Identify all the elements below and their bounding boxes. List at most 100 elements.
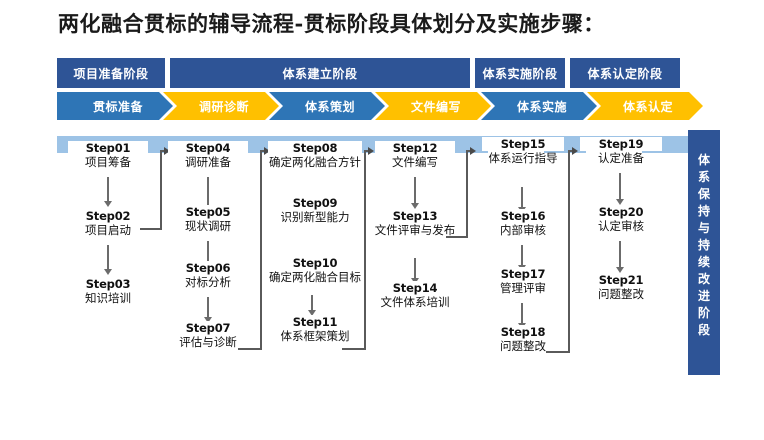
step-number: Step04 <box>168 141 248 155</box>
arrow-head-down-icon <box>204 317 212 323</box>
step-connector <box>521 187 523 209</box>
stage-chevron-system-implementation[interactable]: 体系实施 <box>481 92 597 120</box>
phase-label: 体系认定阶段 <box>587 66 663 81</box>
sidebar-char: 保 <box>697 187 710 201</box>
step-number: Step05 <box>168 205 248 219</box>
step-item[interactable]: Step21 问题整改 <box>580 273 662 301</box>
phase-label: 项目准备阶段 <box>73 66 149 81</box>
stage-chevron-survey-diagnose[interactable]: 调研诊断 <box>163 92 279 120</box>
sidebar-maintenance-phase: 体 系 保 持 与 持 续 改 进 阶 段 <box>688 130 720 375</box>
arrow-head-down-icon <box>104 201 112 207</box>
step-number: Step12 <box>375 141 455 155</box>
step-item[interactable]: Step11 体系框架策划 <box>272 315 358 343</box>
step-label: 认定审核 <box>598 219 644 233</box>
step-connector <box>521 303 523 325</box>
column-connector <box>260 150 262 349</box>
sidebar-char: 段 <box>697 323 710 337</box>
arrow-head-down-icon <box>308 310 316 316</box>
step-label: 评估与诊断 <box>179 335 237 349</box>
arrow-head-right-icon <box>164 147 170 155</box>
arrow-head-down-icon <box>616 267 624 273</box>
step-number: Step16 <box>482 209 564 223</box>
arrow-head-right-icon <box>368 147 374 155</box>
column-connector <box>568 150 574 152</box>
step-connector <box>619 173 621 201</box>
column-connector <box>446 236 468 238</box>
step-item[interactable]: Step16 内部审核 <box>482 209 564 237</box>
step-number: Step15 <box>482 137 564 151</box>
step-label: 知识培训 <box>85 291 131 305</box>
step-number: Step21 <box>580 273 662 287</box>
stage-label: 贯标准备 <box>92 99 143 114</box>
step-item[interactable]: Step07 评估与诊断 <box>162 321 254 349</box>
step-label: 认定准备 <box>598 151 644 165</box>
column-connector <box>546 351 570 353</box>
step-connector <box>107 177 109 203</box>
stage-label: 调研诊断 <box>198 99 249 114</box>
phase-label: 体系实施阶段 <box>482 66 558 81</box>
step-label: 识别新型能力 <box>280 210 350 224</box>
step-item[interactable]: Step14 文件体系培训 <box>374 281 456 309</box>
step-item[interactable]: Step04 调研准备 <box>168 141 248 169</box>
step-item[interactable]: Step10 确定两化融合目标 <box>268 256 362 284</box>
column-connector <box>568 150 570 352</box>
step-connector <box>311 295 313 312</box>
step-item[interactable]: Step02 项目启动 <box>68 209 148 237</box>
step-label: 问题整改 <box>500 339 546 353</box>
stage-label: 体系认定 <box>622 99 673 114</box>
step-connector <box>107 245 109 271</box>
arrow-head-down-icon <box>411 203 419 209</box>
column-connector <box>364 150 370 152</box>
step-connector <box>414 258 416 280</box>
step-label: 确定两化融合目标 <box>269 270 361 284</box>
column-connector <box>238 348 262 350</box>
step-item[interactable]: Step19 认定准备 <box>580 137 662 165</box>
sidebar-char: 改 <box>697 272 710 286</box>
sidebar-char: 与 <box>697 221 710 235</box>
step-number: Step03 <box>68 277 148 291</box>
step-item[interactable]: Step17 管理评审 <box>482 267 564 295</box>
phase-block-project-prep: 项目准备阶段 <box>57 58 165 88</box>
step-item[interactable]: Step12 文件编写 <box>375 141 455 169</box>
step-number: Step06 <box>168 261 248 275</box>
step-item[interactable]: Step01 项目筹备 <box>68 141 148 169</box>
phase-block-system-build: 体系建立阶段 <box>170 58 470 88</box>
step-item[interactable]: Step03 知识培训 <box>68 277 148 305</box>
step-number: Step09 <box>272 196 358 210</box>
stage-chevron-system-certification[interactable]: 体系认定 <box>587 92 703 120</box>
step-item[interactable]: Step05 现状调研 <box>168 205 248 233</box>
step-item[interactable]: Step08 确定两化融合方针 <box>268 141 362 169</box>
step-connector <box>207 241 209 263</box>
step-number: Step02 <box>68 209 148 223</box>
stage-chevron-doc-writing[interactable]: 文件编写 <box>375 92 491 120</box>
step-item[interactable]: Step15 体系运行指导 <box>482 137 564 165</box>
step-item[interactable]: Step18 问题整改 <box>482 325 564 353</box>
column-connector <box>466 150 472 152</box>
step-number: Step17 <box>482 267 564 281</box>
step-item[interactable]: Step13 文件评审与发布 <box>370 209 460 237</box>
step-connector <box>619 241 621 269</box>
step-number: Step13 <box>370 209 460 223</box>
phase-label: 体系建立阶段 <box>282 66 358 81</box>
step-number: Step19 <box>580 137 662 151</box>
step-label: 体系框架策划 <box>280 329 350 343</box>
sidebar-char: 持 <box>697 204 710 218</box>
sidebar-char: 续 <box>697 255 710 269</box>
step-connector <box>414 177 416 205</box>
sidebar-char: 进 <box>697 289 710 303</box>
column-connector <box>260 150 266 152</box>
step-item[interactable]: Step06 对标分析 <box>168 261 248 289</box>
stage-label: 体系策划 <box>304 99 355 114</box>
column-connector <box>342 348 366 350</box>
stage-chevron-guanbiao-prep[interactable]: 贯标准备 <box>57 92 173 120</box>
step-label: 对标分析 <box>185 275 231 289</box>
step-number: Step08 <box>268 141 362 155</box>
stage-label: 体系实施 <box>516 99 567 114</box>
stage-chevron-system-planning[interactable]: 体系策划 <box>269 92 385 120</box>
sidebar-char: 系 <box>697 170 710 184</box>
step-item[interactable]: Step09 识别新型能力 <box>272 196 358 224</box>
step-label: 现状调研 <box>185 219 231 233</box>
step-item[interactable]: Step20 认定审核 <box>580 205 662 233</box>
sidebar-char: 体 <box>697 153 710 167</box>
